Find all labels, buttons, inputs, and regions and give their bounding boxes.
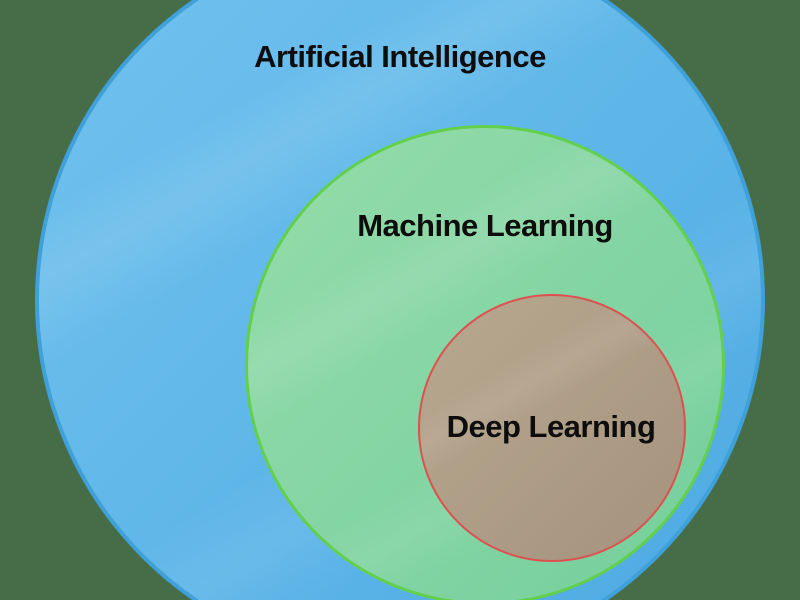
deep-learning-label: Deep Learning <box>446 409 656 444</box>
machine-learning-label: Machine Learning <box>357 208 613 243</box>
artificial-intelligence-label: Artificial Intelligence <box>254 39 546 74</box>
deep-learning-circle <box>418 294 686 562</box>
